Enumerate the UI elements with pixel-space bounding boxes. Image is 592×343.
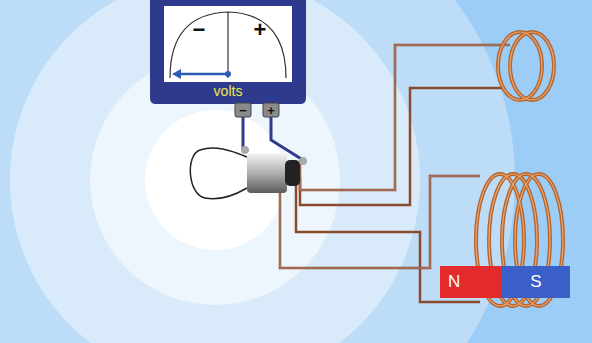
meter-needle xyxy=(178,73,228,76)
terminal-minus: − xyxy=(239,104,247,117)
field-ring xyxy=(0,0,515,343)
meter-face xyxy=(164,6,292,82)
coil-shine xyxy=(498,32,554,100)
node-text: volts xyxy=(214,83,243,99)
node-text: S xyxy=(530,272,541,292)
needle-head xyxy=(172,69,181,79)
field-ring xyxy=(10,0,420,343)
terminal-plus: + xyxy=(267,104,275,117)
meter-minus: − xyxy=(193,19,206,41)
meter-divider xyxy=(227,12,228,78)
magnet-north: N xyxy=(440,266,502,298)
terminal xyxy=(263,103,279,117)
meter-plus: + xyxy=(254,19,267,41)
top-coil xyxy=(498,32,554,100)
meter-scale xyxy=(170,12,286,78)
needle-pivot xyxy=(225,71,231,77)
terminal xyxy=(235,103,251,117)
voltmeter-body xyxy=(150,0,306,104)
bulb-base xyxy=(285,160,300,186)
bulb-glass xyxy=(190,148,247,199)
contact xyxy=(299,157,307,165)
meter-label: volts xyxy=(196,82,260,100)
contact xyxy=(241,146,249,154)
node-text: N xyxy=(448,272,460,292)
bulb-socket xyxy=(247,153,287,193)
magnet-south: S xyxy=(502,266,570,298)
